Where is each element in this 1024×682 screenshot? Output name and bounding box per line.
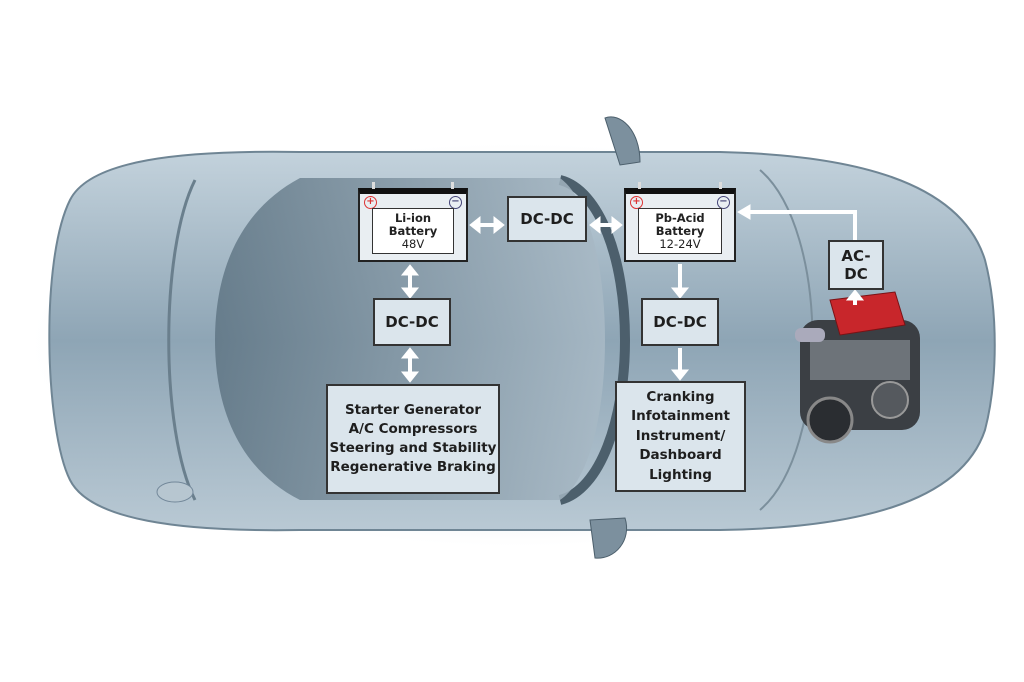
arrow-liion-dcdc-left [400,264,420,299]
load-item: Cranking [646,388,715,405]
battery-post [638,182,641,189]
battery-line: 48V [401,236,425,251]
loads-48v-box: Starter Generator A/C Compressors Steeri… [326,384,500,494]
fuel-cap [156,481,194,503]
battery-post [451,182,454,189]
pb-acid-battery: + − Pb-Acid Battery 12-24V [624,182,736,262]
battery-label: Li-ion Battery 48V [372,208,454,254]
battery-line: Battery [655,223,705,238]
dc-dc-converter-left: DC-DC [373,298,451,346]
load-item: Infotainment [631,408,730,425]
battery-line: Li-ion [394,210,432,225]
load-item: Dashboard [639,447,722,464]
load-item: Instrument/ [635,427,726,444]
load-item: Steering and Stability [329,440,497,456]
mirror-bottom [589,517,627,559]
connection-arrows [400,204,865,383]
arrow-liion-dcdc-top [469,215,505,235]
ac-dc-converter: AC-DC [828,240,884,290]
engine-icon [795,291,920,444]
battery-line: Battery [388,223,438,238]
load-item: Starter Generator [344,402,482,418]
plus-terminal-icon: + [364,196,377,209]
plus-terminal-icon: + [630,196,643,209]
battery-post [372,182,375,189]
dc-dc-converter-right: DC-DC [641,298,719,346]
battery-post [719,182,722,189]
windshield [558,175,631,505]
li-ion-battery: + − Li-ion Battery 48V [358,182,468,262]
trunk-line [167,179,197,501]
dc-dc-converter-top: DC-DC [507,196,587,242]
arrow-acdc-pbacid [737,204,857,240]
load-item: A/C Compressors [348,421,478,437]
battery-line: 12-24V [659,236,701,251]
load-item: Regenerative Braking [330,459,496,475]
battery-line: Pb-Acid [655,210,705,225]
arrow-dcdc-top-pbacid [589,215,623,235]
arrow-pbacid-dcdc-right [670,264,690,299]
arrow-dcdc-right-loads [670,348,690,381]
minus-terminal-icon: − [449,196,462,209]
load-item: Lighting [649,466,712,483]
arrow-dcdc-left-loads [400,347,420,383]
mirror-top [604,116,641,166]
arrow-engine-acdc [845,289,865,305]
battery-label: Pb-Acid Battery 12-24V [638,208,722,254]
minus-terminal-icon: − [717,196,730,209]
loads-12v-box: Cranking Infotainment Instrument/ Dashbo… [615,381,746,492]
